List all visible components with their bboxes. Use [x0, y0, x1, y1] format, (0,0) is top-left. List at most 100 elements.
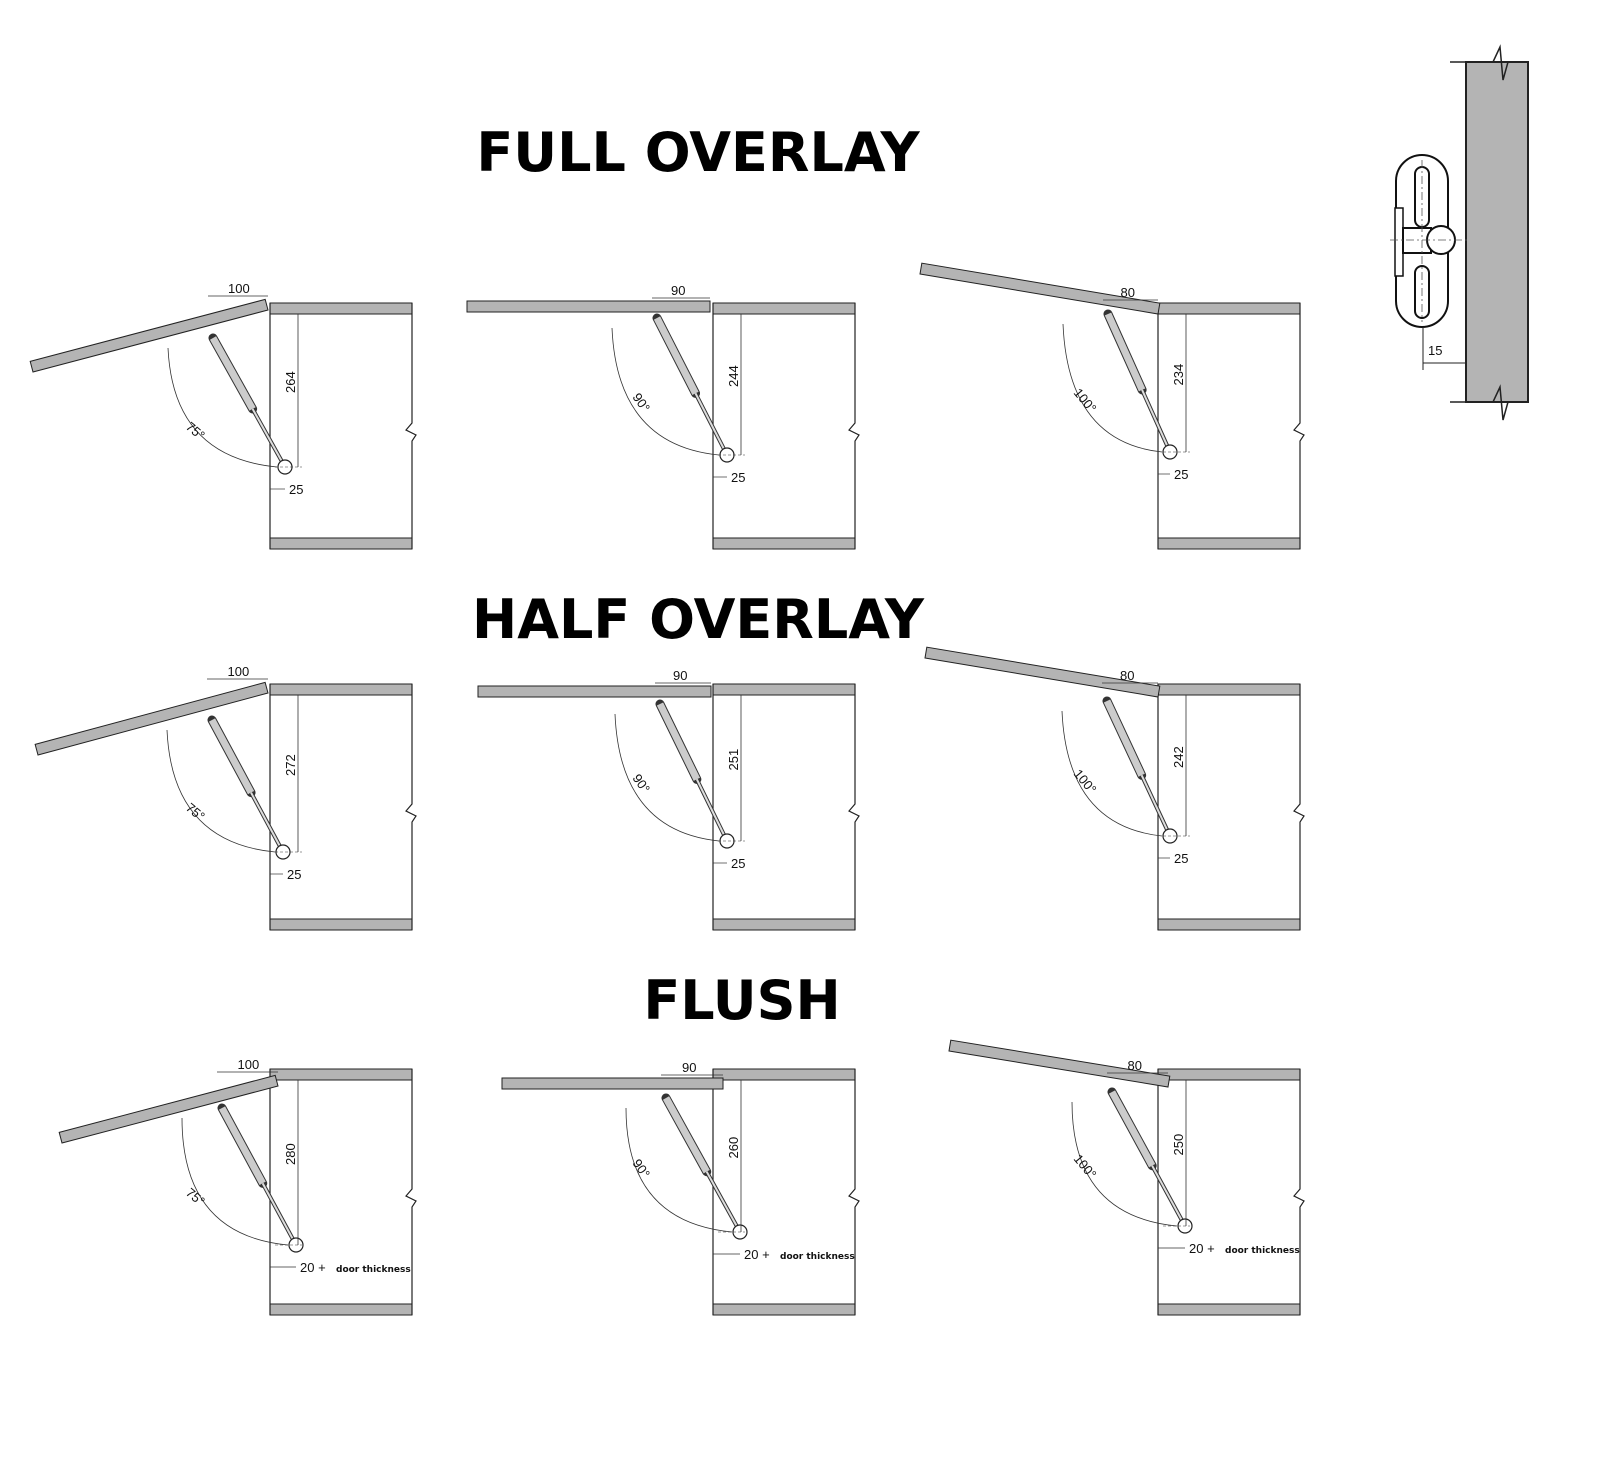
mounting-height-label: 264 — [283, 371, 298, 393]
break-line-icon — [1450, 44, 1528, 81]
gas-strut-cylinder — [209, 336, 256, 411]
door-width-label: 80 — [1121, 285, 1135, 300]
cabinet-door — [466, 300, 711, 313]
cabinet-bottom-panel — [269, 1303, 413, 1316]
cabinet-door — [948, 1039, 1171, 1088]
mounting-height-label: 250 — [1171, 1134, 1186, 1156]
mounting-height-label: 242 — [1171, 746, 1186, 768]
cabinet-top-panel — [1157, 1068, 1301, 1081]
opening-angle-label: 100° — [1071, 766, 1100, 796]
cabinet-top-panel — [269, 302, 413, 315]
pivot-offset-label: 20 + — [744, 1247, 770, 1262]
break-line-icon — [405, 684, 417, 930]
gas-strut-cylinder — [1103, 699, 1145, 777]
cabinet-bottom-panel — [712, 1303, 856, 1316]
hinge-panel: 234 80 100° 25 — [919, 262, 1305, 550]
pivot-offset-label: 25 — [731, 470, 745, 485]
door-width-label: 90 — [671, 283, 685, 298]
clearance-label: 15 — [1428, 343, 1442, 358]
gas-strut-cylinder — [653, 316, 699, 395]
pivot-bracket — [719, 447, 735, 463]
cabinet-bottom-panel — [712, 918, 856, 931]
door-width-label: 100 — [238, 1057, 260, 1072]
opening-angle-arc — [181, 1117, 289, 1246]
cabinet-door — [29, 298, 269, 373]
cabinet-door — [919, 262, 1161, 315]
pivot-bracket — [719, 833, 735, 849]
door-width-label: 90 — [673, 668, 687, 683]
opening-angle-arc — [1062, 323, 1163, 453]
opening-angle-label: 75° — [183, 419, 208, 443]
gas-strut-cylinder — [662, 1096, 710, 1174]
wall-section — [1465, 61, 1529, 403]
section-title-half-overlay: HALF OVERLAY — [472, 588, 925, 651]
pivot-offset-label: 20 + — [1189, 1241, 1215, 1256]
opening-angle-arc — [166, 729, 276, 853]
door-width-label: 80 — [1128, 1058, 1142, 1073]
section-title-flush: FLUSH — [643, 969, 840, 1032]
break-line-icon — [1293, 684, 1305, 930]
cabinet-bottom-panel — [1157, 918, 1301, 931]
opening-angle-label: 100° — [1071, 1151, 1100, 1181]
cabinet-bottom-panel — [1157, 1303, 1301, 1316]
cabinet-top-panel — [712, 302, 856, 315]
opening-angle-label: 75° — [183, 1185, 208, 1209]
break-line-icon — [405, 1069, 417, 1315]
cabinet-top-panel — [269, 1068, 413, 1081]
section-title-full-overlay: FULL OVERLAY — [476, 121, 920, 184]
mounting-height-label: 234 — [1171, 364, 1186, 386]
cabinet-door — [34, 681, 269, 756]
opening-angle-label: 90° — [630, 390, 654, 415]
door-thickness-note: door thickness — [780, 1252, 855, 1262]
mounting-height-label: 272 — [283, 754, 298, 776]
cabinet-bottom-panel — [269, 918, 413, 931]
cabinet-top-panel — [712, 683, 856, 696]
hinge-panel: 264 100 75° 25 — [29, 281, 417, 550]
cabinet-door — [501, 1077, 724, 1090]
door-width-label: 100 — [228, 281, 250, 296]
cabinet-top-panel — [1157, 683, 1301, 696]
mounting-height-label: 280 — [283, 1143, 298, 1165]
opening-angle-label: 100° — [1071, 385, 1100, 415]
door-thickness-note: door thickness — [1225, 1246, 1300, 1256]
door-width-label: 90 — [682, 1060, 696, 1075]
cabinet-bottom-panel — [712, 537, 856, 550]
cabinet-top-panel — [269, 683, 413, 696]
break-line-icon — [848, 684, 860, 930]
hinge-panel: 242 80 100° 25 — [924, 646, 1305, 931]
opening-angle-arc — [167, 347, 278, 468]
opening-angle-arc — [1071, 1101, 1178, 1227]
opening-angle-arc — [1061, 710, 1163, 837]
gas-strut-cylinder — [656, 702, 700, 781]
break-line-icon — [1293, 1069, 1305, 1315]
break-line-icon — [848, 1069, 860, 1315]
mounting-height-label: 260 — [726, 1137, 741, 1159]
cabinet-bottom-panel — [1157, 537, 1301, 550]
gas-strut-cylinder — [1104, 312, 1146, 392]
door-thickness-note: door thickness — [336, 1265, 411, 1275]
cabinet-door — [477, 685, 712, 698]
gas-strut-cylinder — [208, 718, 255, 795]
pivot-offset-label: 20 + — [300, 1260, 326, 1275]
mounting-height-label: 244 — [726, 365, 741, 387]
door-width-label: 80 — [1120, 668, 1134, 683]
cabinet-bottom-panel — [269, 537, 413, 550]
pivot-offset-label: 25 — [731, 856, 745, 871]
opening-angle-label: 90° — [630, 771, 654, 796]
pivot-offset-label: 25 — [289, 482, 303, 497]
break-line-icon — [1450, 384, 1528, 421]
mounting-slot — [1414, 265, 1430, 319]
pivot-offset-label: 25 — [287, 867, 301, 882]
pivot-offset-label: 25 — [1174, 851, 1188, 866]
hinge-panel: 280 100 75° 20 + door thickness — [58, 1057, 417, 1316]
opening-angle-arc — [625, 1107, 733, 1233]
cabinet-door — [58, 1074, 279, 1144]
pivot-offset-label: 25 — [1174, 467, 1188, 482]
hinge-panel: 250 80 100° 20 + door thickness — [948, 1039, 1305, 1316]
break-line-icon — [1293, 303, 1305, 549]
break-line-icon — [848, 303, 860, 549]
break-line-icon — [405, 303, 417, 549]
